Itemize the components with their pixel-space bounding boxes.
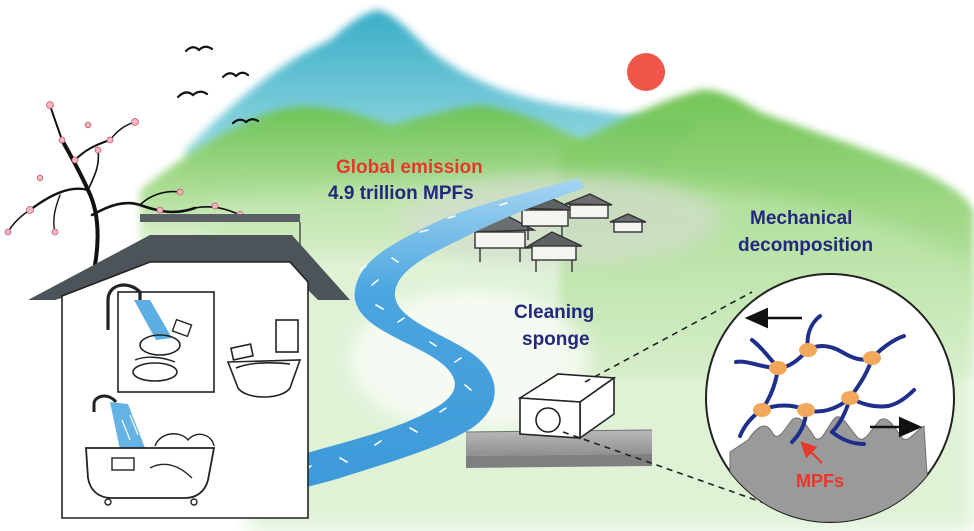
house-icon (28, 214, 350, 519)
faucet-water (134, 300, 172, 340)
bird-icon (184, 45, 214, 53)
bird-icon (221, 71, 250, 79)
toilet (226, 319, 302, 398)
river-main (205, 178, 585, 505)
mechanical-label-line2: decomposition (738, 235, 873, 256)
bathtub (85, 394, 216, 506)
emission-label-line2: 4.9 trillion MPFs (328, 183, 474, 204)
birds (176, 45, 260, 125)
faucet (106, 283, 142, 330)
village-house (564, 193, 613, 219)
village-house (609, 213, 647, 233)
plum-blossoms (4, 101, 244, 236)
mpfs-label: MPFs (796, 471, 844, 491)
emission-label-line1: Global emission (336, 157, 483, 178)
sponge-surface (729, 416, 931, 522)
sponge-label-line2: sponge (522, 329, 590, 350)
bird-icon (231, 118, 260, 125)
village-house (524, 231, 583, 272)
village (465, 193, 647, 272)
bird-icon (176, 90, 209, 99)
sponge-label-line1: Cleaning (514, 302, 594, 323)
zoom-lines (562, 291, 771, 506)
sponge-platform (465, 429, 653, 468)
magnifier (705, 273, 955, 523)
shower-water (110, 402, 145, 450)
mpfs-pointer (800, 441, 823, 464)
mechanical-label-line1: Mechanical (750, 208, 852, 229)
sink-window (117, 291, 215, 393)
sponge-icon (517, 373, 617, 440)
sun-icon (627, 53, 665, 91)
fiber-nodes (753, 343, 881, 417)
house-back-roof (140, 214, 300, 222)
